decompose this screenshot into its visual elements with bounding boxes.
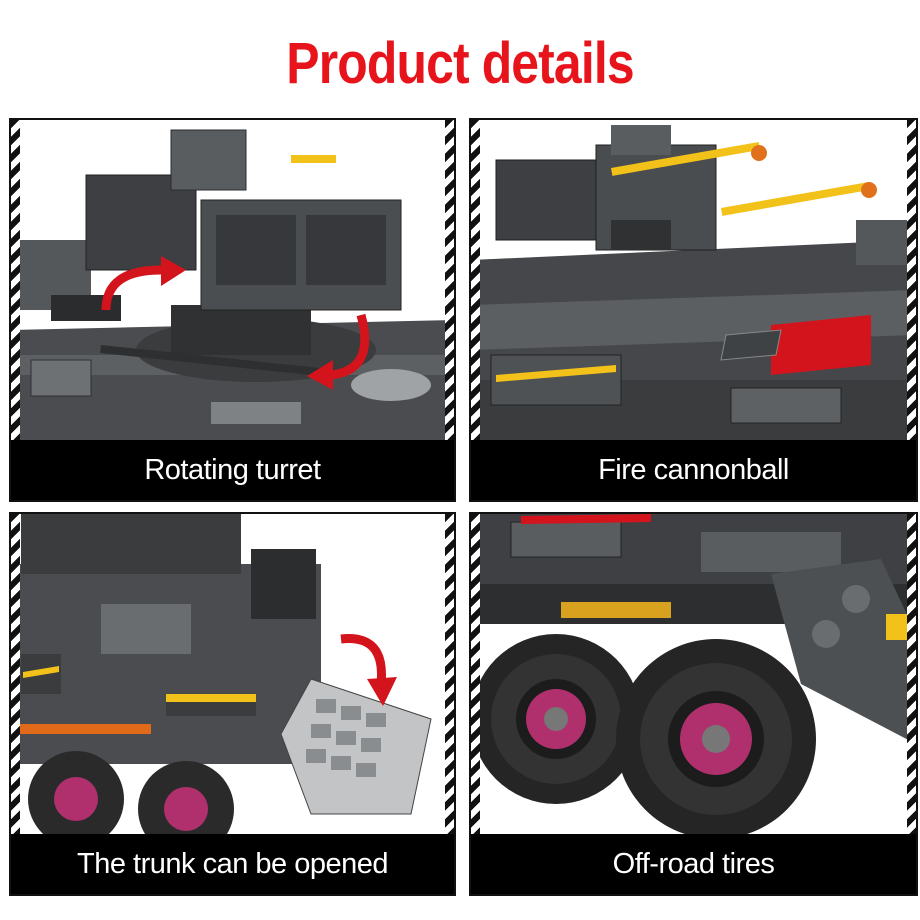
hazard-stripe	[907, 514, 916, 894]
hazard-stripe	[11, 120, 20, 500]
tires-image	[471, 514, 916, 834]
caption: Rotating turret	[11, 440, 454, 500]
hazard-stripe	[907, 120, 916, 500]
hazard-stripe	[11, 514, 20, 894]
panel-trunk-opened: The trunk can be opened	[9, 512, 456, 896]
panel-fire-cannonball: Fire cannonball	[469, 118, 918, 502]
turret-image	[11, 120, 454, 440]
hazard-stripe	[445, 120, 454, 500]
trunk-image	[11, 514, 454, 834]
panel-off-road-tires: Off-road tires	[469, 512, 918, 896]
panel-rotating-turret: Rotating turret	[9, 118, 456, 502]
hazard-stripe	[471, 120, 480, 500]
hazard-stripe	[445, 514, 454, 894]
caption: Fire cannonball	[471, 440, 916, 500]
caption: The trunk can be opened	[11, 834, 454, 894]
hazard-stripe	[471, 514, 480, 894]
caption: Off-road tires	[471, 834, 916, 894]
cannon-image	[471, 120, 916, 440]
page-title: Product details	[286, 31, 634, 96]
